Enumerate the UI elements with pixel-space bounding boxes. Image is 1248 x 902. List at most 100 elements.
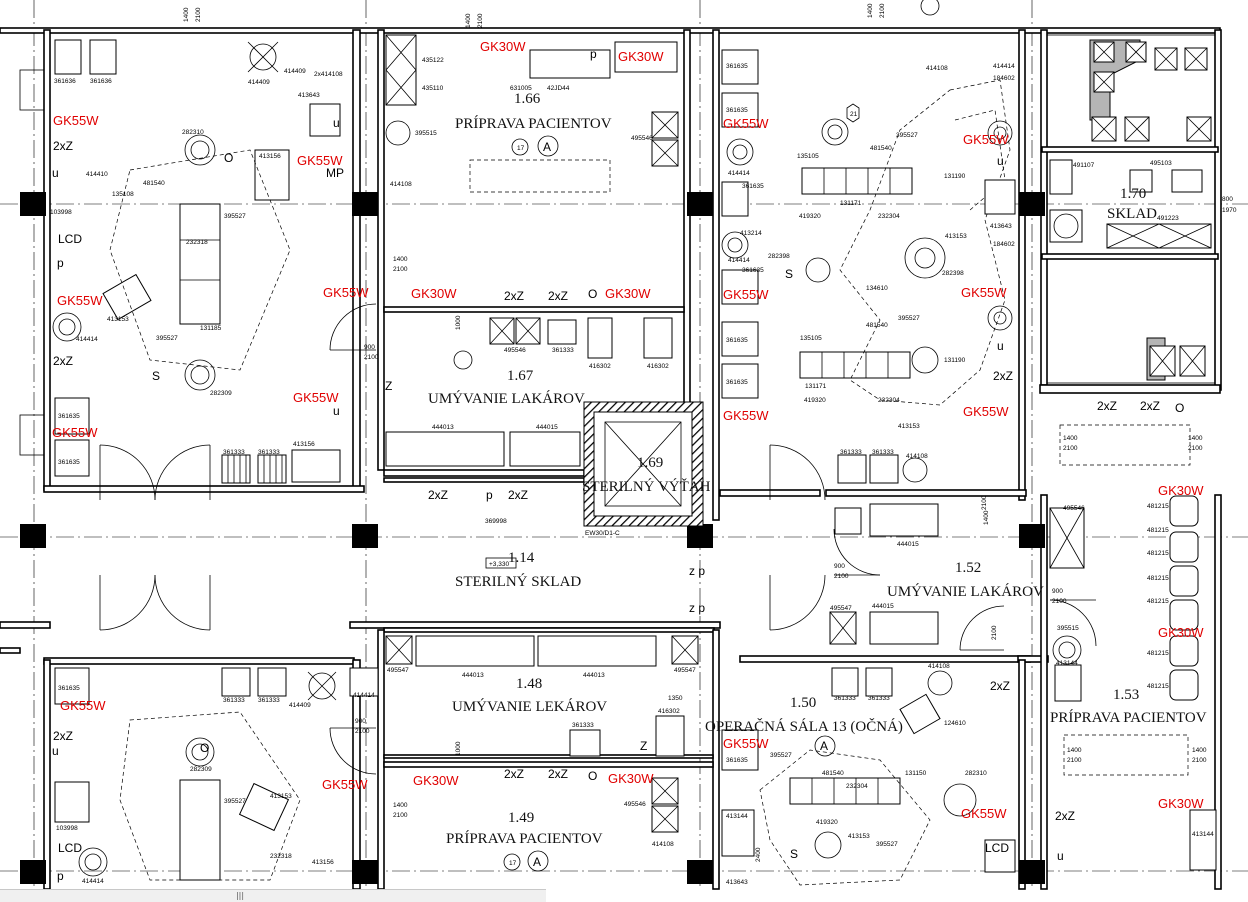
- z-symbol: 2xZ: [993, 369, 1013, 383]
- wall-label-gk55w: GK55W: [297, 153, 343, 168]
- suction-symbol: S: [790, 847, 798, 861]
- wall-label-gk55w: GK55W: [961, 806, 1007, 821]
- u-symbol: u: [333, 404, 340, 418]
- z-symbol: 2xZ: [53, 139, 73, 153]
- equipment-code: 395527: [770, 752, 792, 759]
- wall-label-gk55w: GK55W: [723, 287, 769, 302]
- room-badge-letter: A: [543, 140, 551, 154]
- equipment-code: 135108: [112, 191, 134, 198]
- equipment-code: 495547: [830, 605, 852, 612]
- z-symbol: Z: [385, 379, 392, 393]
- z-symbol: 2xZ: [53, 354, 73, 368]
- equipment-code: 2x414108: [314, 71, 343, 78]
- wall-label-gk55w: GK55W: [322, 777, 368, 792]
- room-name: STERILNÝ VÝŤAH: [582, 478, 711, 495]
- equipment-code: 232318: [186, 239, 208, 246]
- dimension: 2100: [393, 266, 408, 273]
- equipment-code: 413156: [259, 153, 281, 160]
- wall-label-gk30w: GK30W: [413, 773, 459, 788]
- horizontal-scrollbar[interactable]: |||: [0, 889, 546, 902]
- equipment-code: 361333: [572, 722, 594, 729]
- equipment-code: 413643: [990, 223, 1012, 230]
- equipment-code: 435110: [422, 85, 444, 92]
- equipment-code: 361635: [726, 63, 748, 70]
- wall-label-gk30w: GK30W: [411, 286, 457, 301]
- dimension: 2100: [355, 728, 370, 735]
- equipment-code: 103998: [56, 825, 78, 832]
- equipment-code: 395527: [896, 132, 918, 139]
- equipment-code: 413153: [107, 316, 129, 323]
- equipment-code: 481540: [870, 145, 892, 152]
- scrollbar-grip[interactable]: |||: [235, 891, 245, 900]
- p-symbol: p: [57, 256, 64, 270]
- equipment-code: 395527: [898, 315, 920, 322]
- equipment-code: 481215: [1147, 598, 1169, 605]
- room-number: 1.67: [507, 368, 534, 384]
- equipment-code: 413153: [270, 793, 292, 800]
- equipment-code: 495546: [504, 347, 526, 354]
- equipment-code: 414108: [390, 181, 412, 188]
- oxygen-symbol: O: [588, 769, 597, 783]
- room-badge-letter: A: [820, 739, 828, 753]
- wall-label-gk55w: GK55W: [52, 425, 98, 440]
- equipment-code: 444015: [897, 541, 919, 548]
- wall-badge-number: 21: [850, 111, 858, 118]
- z-symbol: 2xZ: [508, 488, 528, 502]
- z-symbol: 2xZ: [548, 767, 568, 781]
- lcd-symbol: LCD: [985, 841, 1009, 855]
- equipment-code: 131171: [840, 200, 862, 207]
- equipment-code: 419320: [804, 397, 826, 404]
- room-badge-number: 17: [509, 860, 517, 867]
- equipment-code: 414414: [728, 257, 750, 264]
- equipment-code: 414414: [728, 170, 750, 177]
- equipment-code: 491223: [1157, 215, 1179, 222]
- storage-shelving: [1049, 39, 1212, 381]
- equipment-code: 361333: [834, 695, 856, 702]
- equipment-code: 282310: [182, 129, 204, 136]
- dimension: 800: [1222, 196, 1233, 203]
- equipment-code: 414108: [906, 453, 928, 460]
- room-labels: 1.66 PRÍPRAVA PACIENTOV 17 A 1.67 UMÝVAN…: [428, 91, 1207, 869]
- u-symbol: u: [997, 154, 1004, 168]
- equipment-code: 282398: [768, 253, 790, 260]
- equipment-code: 481215: [1147, 575, 1169, 582]
- furniture: [52, 34, 1217, 886]
- equipment-code: 414108: [928, 663, 950, 670]
- z-symbol: 2xZ: [1055, 809, 1075, 823]
- equipment-code: 495546: [631, 135, 653, 142]
- dimension: 1400: [1188, 435, 1203, 442]
- dimension: 2100: [1063, 445, 1078, 452]
- dimension: 2100: [393, 812, 408, 819]
- room-number: 1.66: [514, 91, 541, 107]
- equipment-code: 414409: [289, 702, 311, 709]
- dimension: 2100: [195, 7, 202, 22]
- equipment-code: 395527: [876, 841, 898, 848]
- equipment-code: 414409: [284, 68, 306, 75]
- dimension: 2100: [1188, 445, 1203, 452]
- z-symbol: Z: [640, 739, 647, 753]
- room-number: 1.53: [1113, 687, 1139, 703]
- equipment-code: 495546: [624, 801, 646, 808]
- wall-label-gk30w: GK30W: [618, 49, 664, 64]
- equipment-code: 361635: [58, 413, 80, 420]
- fire-rating-label: EW30/D1-C: [585, 530, 620, 537]
- dimension: 2100: [981, 495, 988, 510]
- room-number: 1.49: [508, 810, 534, 826]
- equipment-code: 395527: [224, 798, 246, 805]
- oxygen-symbol: O: [200, 741, 209, 755]
- equipment-code: 135105: [800, 335, 822, 342]
- wall-label-gk30w: GK30W: [1158, 796, 1204, 811]
- p-symbol: p: [57, 869, 64, 883]
- u-symbol: u: [333, 116, 340, 130]
- suction-symbol: S: [152, 369, 160, 383]
- z-symbol: 2xZ: [504, 767, 524, 781]
- equipment-code: 413214: [740, 230, 762, 237]
- equipment-code: 131171: [805, 383, 827, 390]
- wall-label-gk30w: GK30W: [1158, 625, 1204, 640]
- room-number: 1.70: [1120, 186, 1146, 202]
- wall-label-gk30w: GK30W: [1158, 483, 1204, 498]
- dimension-notes: 1400 2100 900 2100 1400 2100 900 2100 90…: [183, 3, 1237, 862]
- z-symbol: 2xZ: [990, 679, 1010, 693]
- dimension: 1400: [1067, 747, 1082, 754]
